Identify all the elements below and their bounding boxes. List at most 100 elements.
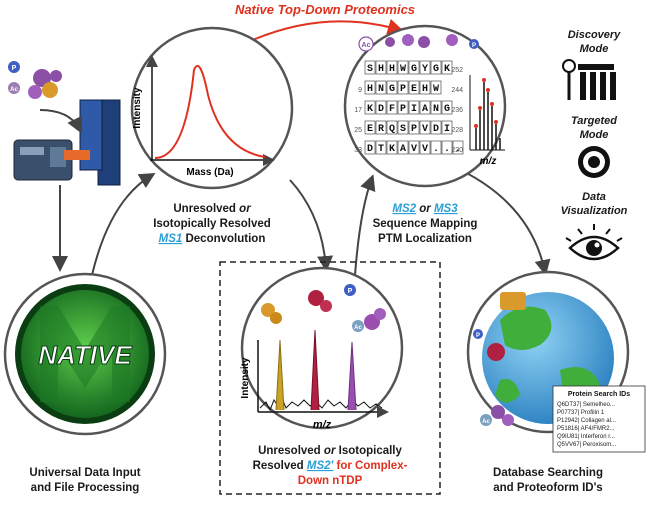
sequence-residue-box: [430, 140, 442, 155]
sequence-residue-box: [397, 120, 409, 135]
sequence-residue-box: [441, 140, 453, 155]
input-caption-line1: Universal Data Input: [29, 467, 140, 479]
sequence-residue-box: [375, 120, 387, 135]
sequence-residue-box: [419, 120, 431, 135]
ms2-caption-line3: PTM Localization: [378, 233, 472, 245]
sequence-residue-box: [408, 140, 420, 155]
ms1-deconvolution-curve: [154, 64, 266, 159]
sequence-residue: K: [367, 104, 373, 115]
svg-text:Unresolved or Isotopically: Unresolved or Isotopically: [258, 445, 402, 457]
sequence-residue-box: [408, 60, 420, 75]
ms1-caption-line2: Isotopically Resolved: [153, 218, 271, 230]
visualization-line2: Visualization: [561, 205, 628, 217]
sequence-residue-box: [386, 100, 398, 115]
sequence-residue: V: [422, 124, 428, 135]
protein-search-item[interactable]: Q6DT37| Semelheo...: [557, 402, 615, 408]
ms1-caption-or: or: [239, 203, 251, 215]
peak-gold: [275, 339, 285, 411]
input-caption: Universal Data Input and File Processing: [29, 467, 140, 494]
sequence-residue-box: [441, 100, 453, 115]
ms2-caption-line2: Sequence Mapping: [373, 218, 478, 230]
sequence-residue-box: [408, 100, 420, 115]
sequence-residue-box: [430, 60, 442, 75]
sequence-residue: E: [367, 124, 373, 135]
ms2-caption-or: or: [419, 203, 431, 215]
ms1-caption-link[interactable]: MS1: [159, 233, 183, 245]
sequence-residue: K: [444, 64, 450, 75]
database-panel: P Ac Protein Search IDs Q6DT37| Semelheo…: [466, 270, 646, 453]
sequence-residue: H: [367, 84, 373, 95]
protein-search-title: Protein Search IDs: [568, 391, 630, 398]
protein-search-item[interactable]: P12942| Collagen al...: [557, 418, 616, 424]
complex-caption-line2b: for Complex-: [337, 460, 408, 472]
sequence-residue: T: [378, 144, 384, 155]
complex-y-axis-label: Intensity: [240, 357, 251, 399]
visualization-line1: Data: [582, 191, 606, 203]
sequence-row-start: 17: [354, 107, 362, 114]
db-acetyl-label: Ac: [482, 419, 490, 425]
sequence-residue-box: [397, 60, 409, 75]
sequence-residue: Y: [422, 64, 428, 75]
complex-caption-link[interactable]: MS2': [307, 460, 335, 472]
complex-caption-line1a: Unresolved: [258, 445, 321, 457]
sequence-residue-box: [375, 80, 387, 95]
phospho-label: P: [12, 65, 17, 72]
sequence-residue-box: [386, 60, 398, 75]
sequence-residue: P: [400, 84, 406, 95]
protein-search-item[interactable]: P07737| Profilin 1: [557, 410, 605, 416]
sequence-residue: N: [433, 104, 439, 115]
ms2-mini-spectrum: [475, 82, 501, 150]
ms2-caption-link1[interactable]: MS2: [392, 203, 416, 215]
sequence-residue: H: [378, 64, 384, 75]
sequence-residue: I: [444, 124, 450, 135]
database-caption-line2: and Proteoform ID's: [493, 482, 602, 494]
mass-spectrometer-instrument: [13, 99, 121, 186]
eye-icon: [565, 224, 623, 261]
sequence-residue-box: [419, 60, 431, 75]
protein-search-item[interactable]: P51816| AF4/FMR2...: [557, 426, 615, 432]
sequence-residue-box: [430, 80, 442, 95]
ms2-phospho-label: P: [472, 43, 476, 49]
sequence-residue-box: [419, 140, 431, 155]
peak-purple: [347, 341, 357, 411]
sequence-residue: G: [433, 64, 439, 75]
ms1-caption-line3: Deconvolution: [185, 233, 265, 245]
title-arc-arrow: [247, 18, 404, 43]
targeted-mode-line1: Targeted: [571, 115, 617, 127]
ms2-caption-link2[interactable]: MS3: [434, 203, 458, 215]
sequence-residue-box: [364, 120, 376, 135]
sequence-residue: D: [433, 124, 439, 135]
ms1-panel: Intensity Mass (Da): [130, 26, 294, 190]
sequence-row-end: 244: [451, 87, 463, 94]
sequence-row-start: 9: [358, 87, 362, 94]
sequence-residue-box: [408, 120, 420, 135]
ms2-acetyl-label: Ac: [362, 42, 371, 49]
sequence-residue-box: [441, 120, 453, 135]
sequence-residue: P: [400, 104, 406, 115]
sequence-residue: .: [455, 144, 461, 155]
sequence-residue-box: [364, 100, 376, 115]
protein-search-item[interactable]: Q5VV67| Peroxisom...: [557, 442, 617, 448]
protein-search-items: Q6DT37| Semelheo... P07737| Profilin 1 P12…: [557, 402, 617, 448]
database-caption: Database Searching and Proteoform ID's: [493, 467, 603, 494]
complex-down-box: [219, 261, 441, 495]
ms2-mz-label: m/z: [480, 156, 497, 167]
sequence-residue: W: [400, 64, 406, 75]
protein-complex-input: P Ac: [8, 61, 62, 99]
sequence-residue-box: [375, 60, 387, 75]
sequence-residue: Q: [389, 124, 395, 135]
sequence-row-end: 220: [451, 147, 463, 154]
sequence-residue: G: [411, 64, 417, 75]
protein-search-item[interactable]: Q9IU81| Interferon r...: [557, 434, 615, 440]
svg-text:MS1 Deconvolution: MS1 Deconvolution: [159, 233, 266, 245]
sequence-residue-box: [408, 80, 420, 95]
ms1-x-axis-label: Mass (Da): [186, 167, 233, 178]
sequence-residue: S: [367, 64, 373, 75]
sequence-residue: D: [367, 144, 373, 155]
sequence-residue-box: [386, 140, 398, 155]
sequence-residue-box: [430, 120, 442, 135]
sequence-residue: V: [422, 144, 428, 155]
